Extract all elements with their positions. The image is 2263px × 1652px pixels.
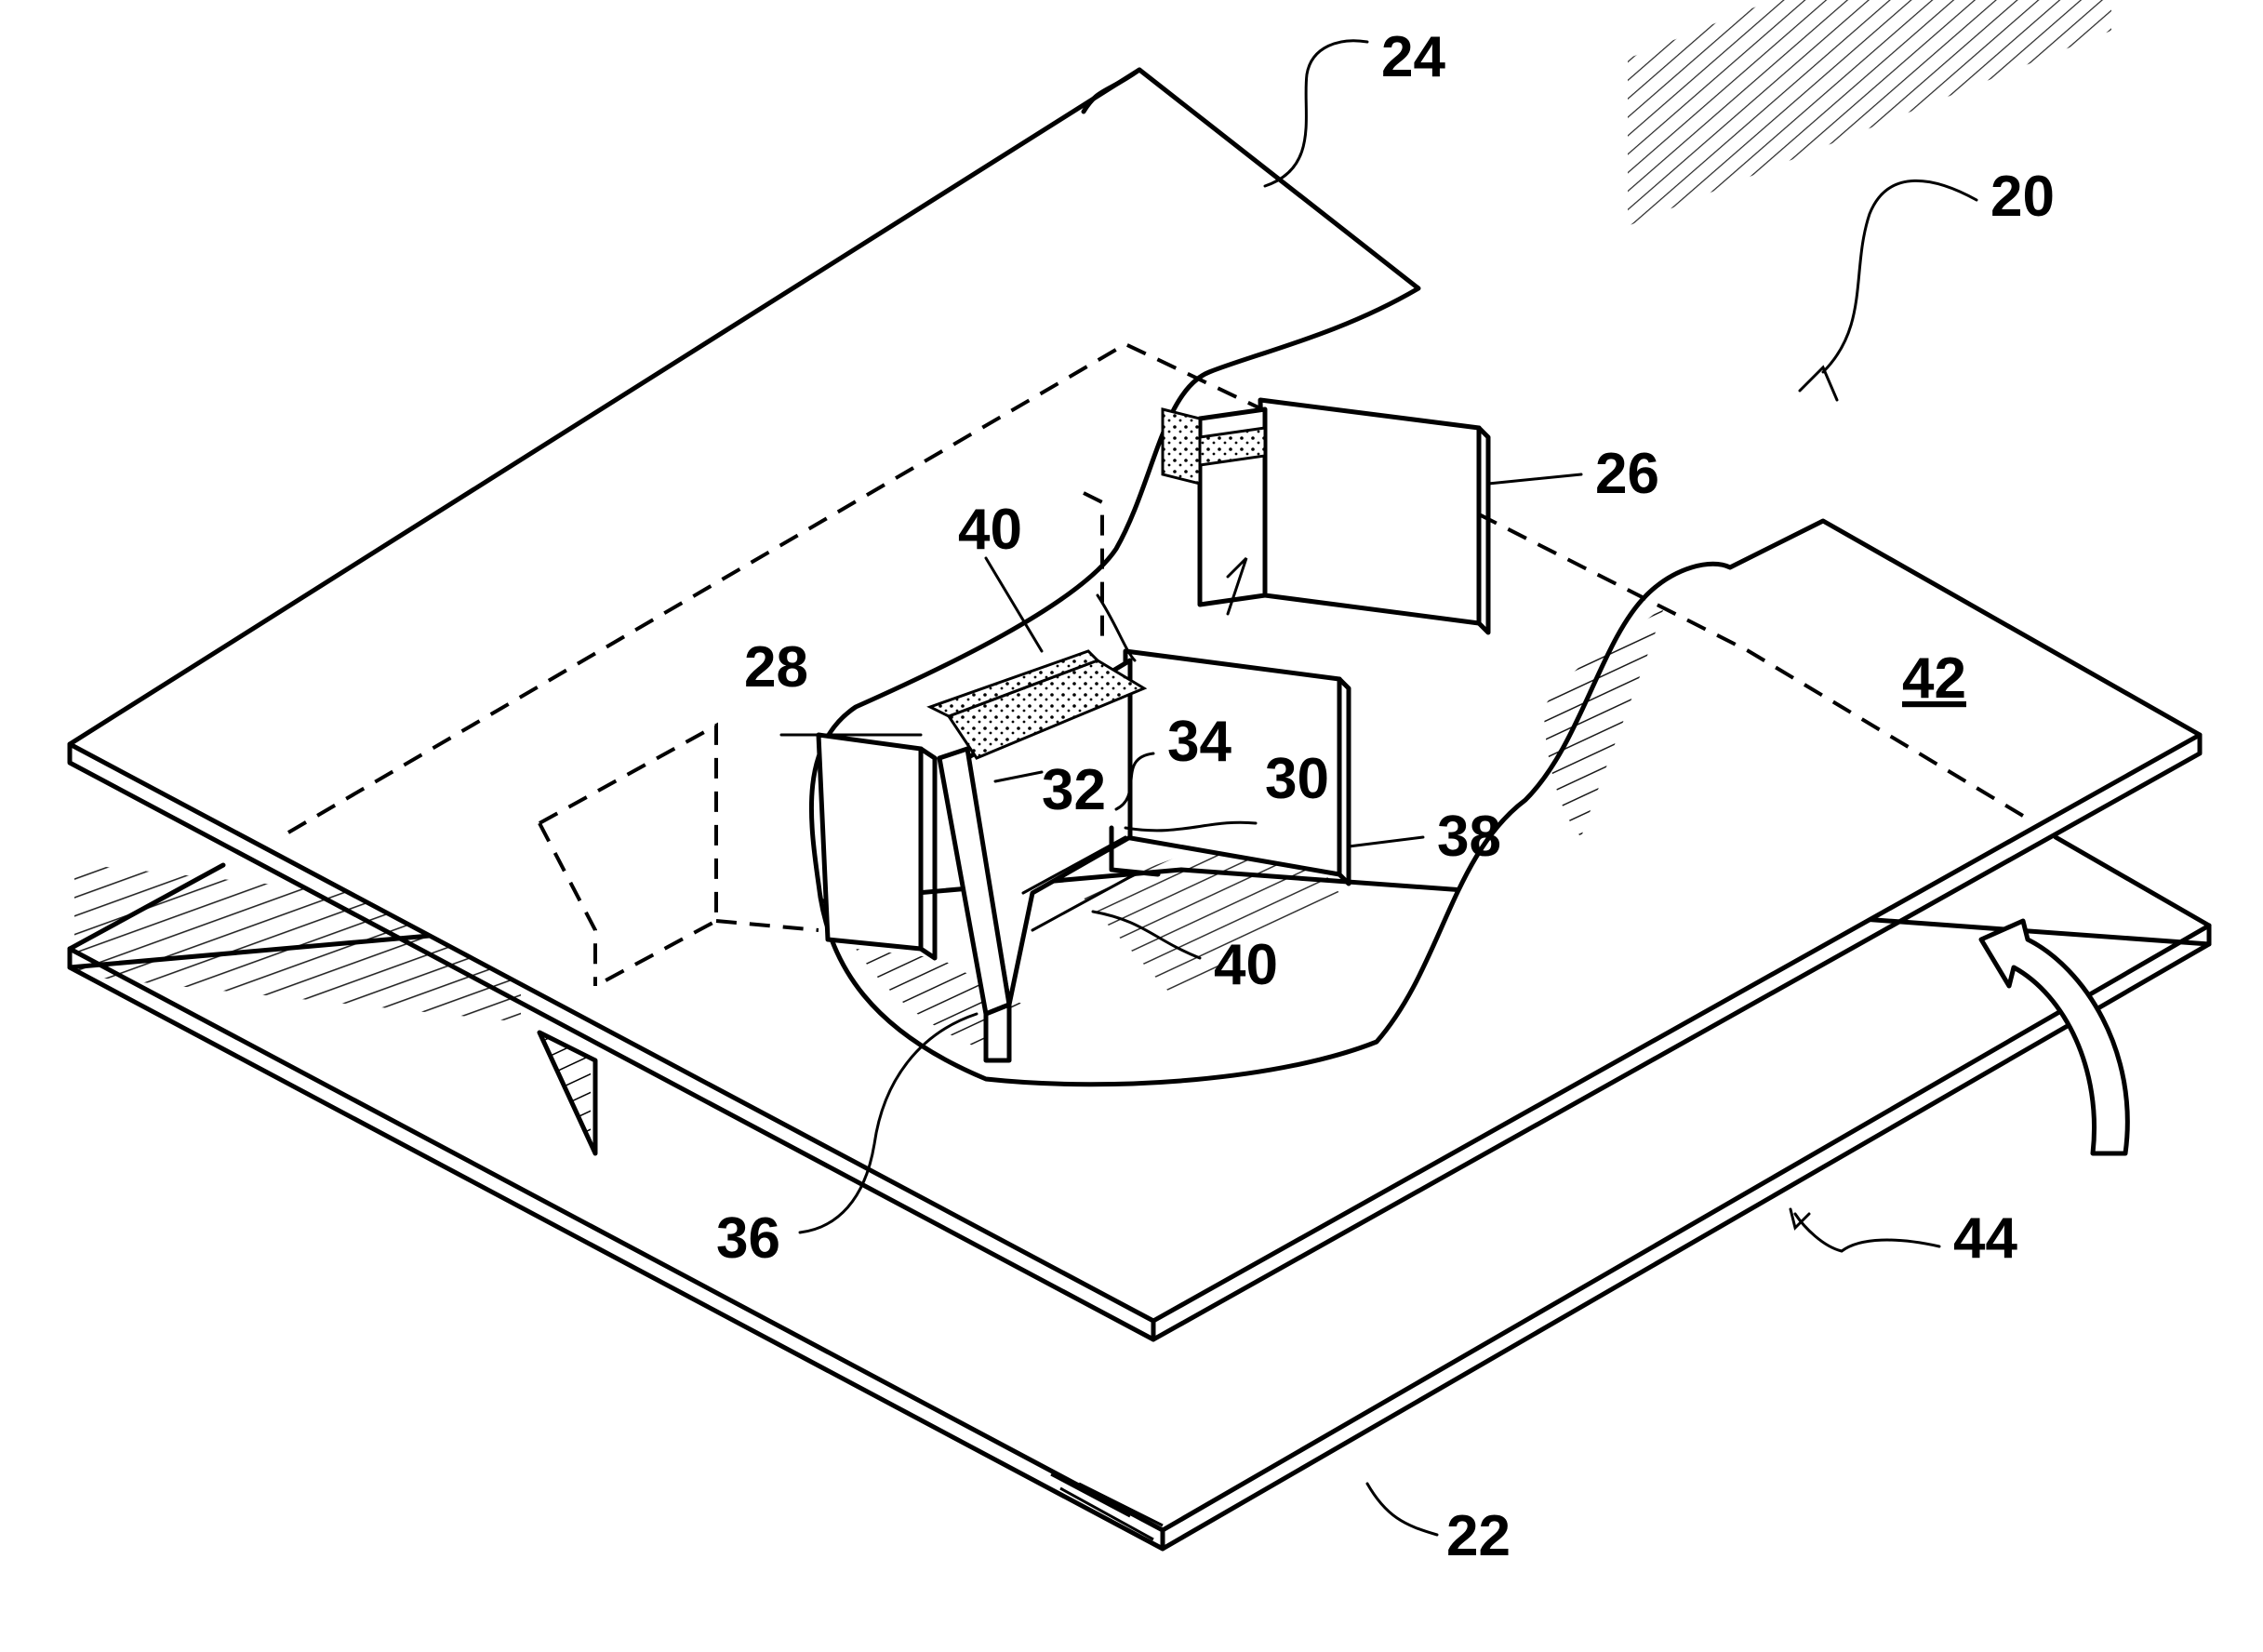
- label-34: 34: [1167, 710, 1231, 774]
- label-38: 38: [1437, 805, 1501, 869]
- label-26: 26: [1595, 442, 1659, 506]
- label-40-top: 40: [958, 498, 1022, 562]
- label-32: 32: [1042, 758, 1106, 822]
- label-36: 36: [716, 1206, 780, 1271]
- label-30: 30: [1265, 747, 1329, 811]
- label-44: 44: [1953, 1206, 2017, 1271]
- label-40-bottom: 40: [1214, 933, 1278, 997]
- label-20: 20: [1990, 165, 2055, 229]
- label-28: 28: [744, 635, 808, 699]
- label-22: 22: [1446, 1504, 1511, 1568]
- label-42: 42: [1902, 646, 1966, 711]
- label-24: 24: [1381, 25, 1445, 89]
